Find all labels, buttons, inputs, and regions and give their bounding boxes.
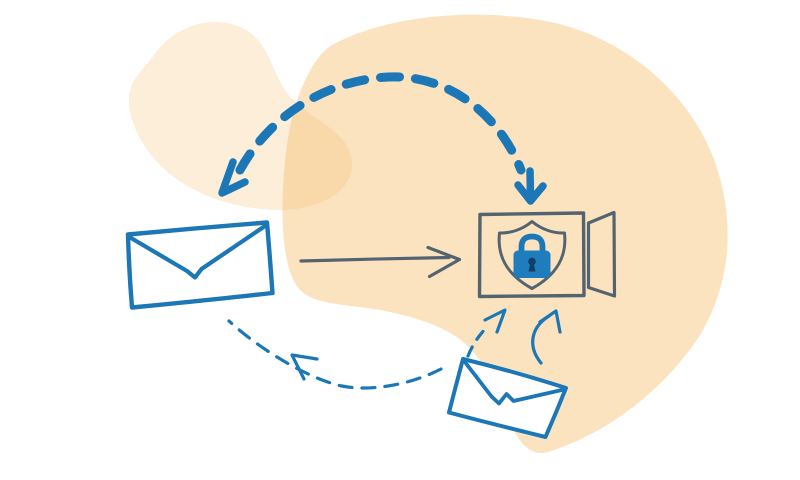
secure-viewer-icon — [477, 210, 617, 299]
padlock-icon — [513, 233, 551, 278]
arrowhead-up-right-icon — [483, 308, 507, 334]
viewer-frame — [477, 211, 586, 299]
arrowhead-up-left-icon — [290, 353, 319, 381]
bottom-envelope-flap — [462, 359, 566, 406]
arrowhead-right-icon — [426, 245, 462, 279]
keyhole-stem — [528, 263, 536, 272]
curved-up-arrow — [531, 309, 562, 365]
dashed-up-arrow-path — [466, 324, 490, 358]
return-dashed-arc — [227, 319, 443, 390]
arrowhead-down-left-icon — [218, 158, 249, 197]
bold-dashed-arc-path — [235, 72, 526, 175]
arrowhead-down-chevron — [514, 181, 547, 205]
arrowhead-up-icon — [538, 309, 562, 334]
viewer-side-flap — [586, 210, 617, 298]
straight-arrow — [299, 245, 462, 279]
padlock-shackle — [518, 233, 546, 253]
bold-dashed-arc — [218, 72, 547, 205]
straight-arrow-shaft — [299, 255, 451, 263]
envelope-icon-left — [125, 220, 275, 310]
return-arc-path — [227, 319, 443, 390]
dashed-up-arrow — [466, 308, 507, 358]
keyhole-icon — [528, 257, 536, 266]
arrowhead-down-stem — [526, 167, 535, 202]
shield-icon — [497, 220, 567, 290]
envelope-icon-bottom — [447, 357, 568, 439]
small-peach-blob — [128, 22, 352, 211]
arrowhead-down-icon — [514, 167, 547, 205]
left-envelope-flap — [128, 223, 268, 280]
